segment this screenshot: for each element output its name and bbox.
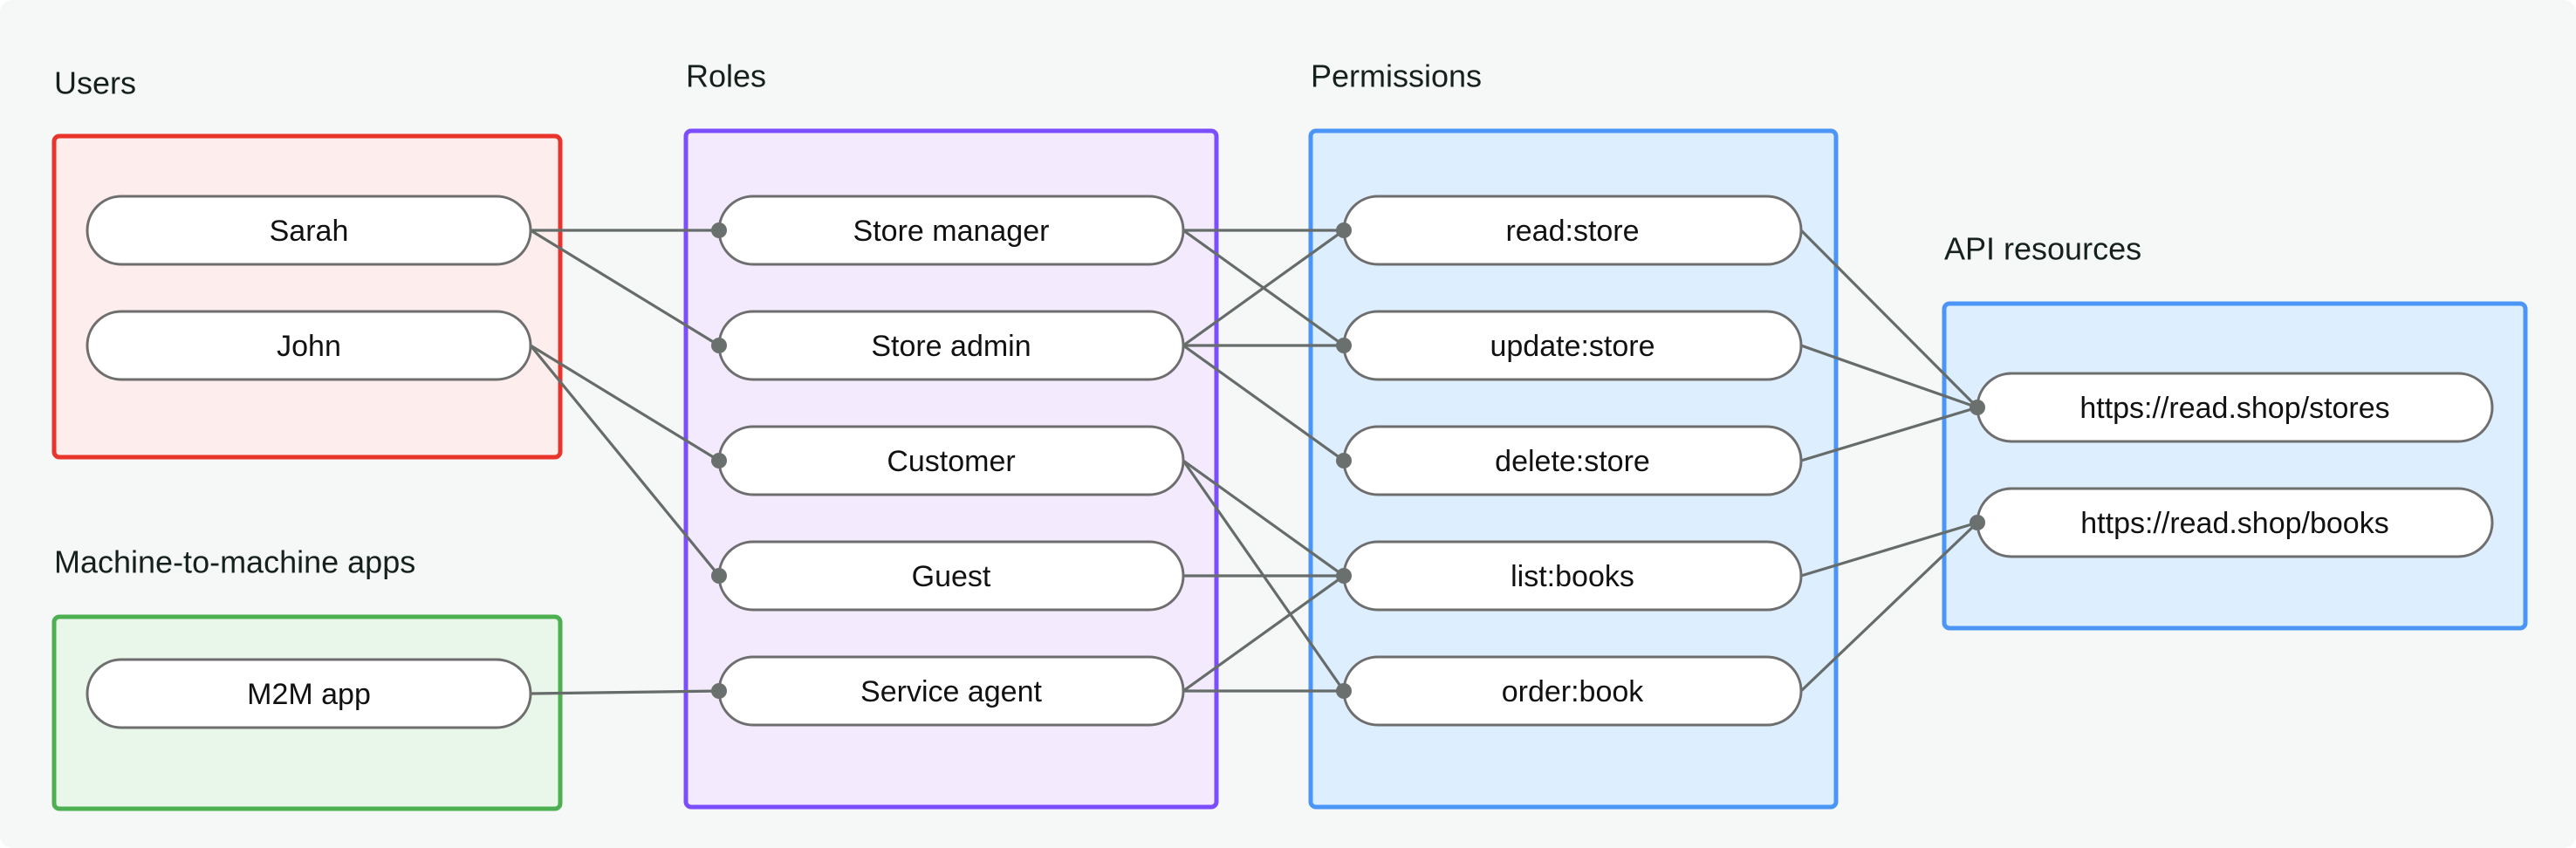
node-label-m2m-app: M2M app: [247, 678, 371, 711]
node-label-res-books: https://read.shop/books: [2080, 507, 2388, 540]
endpoint-dot-update-store: [1336, 338, 1352, 353]
group-title-api-resources: API resources: [1944, 231, 2141, 267]
node-john[interactable]: [86, 310, 532, 381]
edges-layer: [529, 229, 1979, 695]
group-box-users: [51, 133, 563, 460]
endpoint-dot-list-books: [1336, 568, 1352, 584]
endpoint-dot-guest: [711, 568, 727, 584]
endpoint-dot-customer: [711, 453, 727, 468]
edge-order-book-to-res-books: [1799, 521, 1979, 693]
edge-list-books-to-res-books: [1800, 521, 1978, 578]
edge-service-agent-to-list-books: [1182, 574, 1345, 693]
group-box-api-resources: [1942, 301, 2528, 631]
node-label-sarah: Sarah: [270, 215, 349, 248]
edge-delete-store-to-res-stores: [1800, 406, 1978, 462]
endpoint-dot-read-store: [1336, 222, 1352, 238]
edge-update-store-to-res-stores: [1800, 344, 1978, 409]
endpoint-dot-service-agent: [711, 683, 727, 699]
node-label-res-stores: https://read.shop/stores: [2079, 392, 2389, 425]
node-label-john: John: [277, 330, 341, 363]
node-label-guest: Guest: [912, 560, 991, 593]
endpoint-dot-store-manager: [711, 222, 727, 238]
node-sarah[interactable]: [86, 195, 532, 266]
endpoint-dot-order-book: [1336, 683, 1352, 699]
group-title-permissions: Permissions: [1311, 58, 1482, 94]
endpoint-dot-res-books: [1970, 515, 1985, 530]
edge-customer-to-list-books: [1182, 459, 1345, 578]
group-title-roles: Roles: [686, 58, 766, 94]
group-title-users: Users: [54, 65, 136, 101]
edge-m2m-app-to-service-agent: [530, 689, 720, 695]
edge-read-store-to-res-stores: [1799, 229, 1979, 409]
endpoint-dot-store-admin: [711, 338, 727, 353]
node-label-delete-store: delete:store: [1495, 445, 1650, 478]
edge-john-to-guest: [529, 344, 721, 578]
edge-sarah-to-store-admin: [530, 229, 720, 347]
node-label-customer: Customer: [887, 445, 1015, 478]
endpoint-dots-layer: [711, 222, 1985, 699]
endpoint-dot-delete-store: [1336, 453, 1352, 468]
group-title-m2m: Machine-to-machine apps: [54, 544, 415, 580]
node-label-list-books: list:books: [1511, 560, 1634, 593]
node-label-store-admin: Store admin: [871, 330, 1031, 363]
node-label-order-book: order:book: [1502, 675, 1645, 708]
node-label-update-store: update:store: [1490, 330, 1655, 363]
node-label-store-manager: Store manager: [853, 215, 1050, 248]
node-m2m-app[interactable]: [86, 658, 532, 729]
node-label-service-agent: Service agent: [860, 675, 1042, 708]
edge-store-admin-to-delete-store: [1182, 344, 1345, 462]
edge-john-to-customer: [530, 344, 720, 462]
edge-store-admin-to-read-store: [1182, 229, 1345, 347]
node-label-read-store: read:store: [1505, 215, 1639, 248]
endpoint-dot-res-stores: [1970, 400, 1985, 415]
